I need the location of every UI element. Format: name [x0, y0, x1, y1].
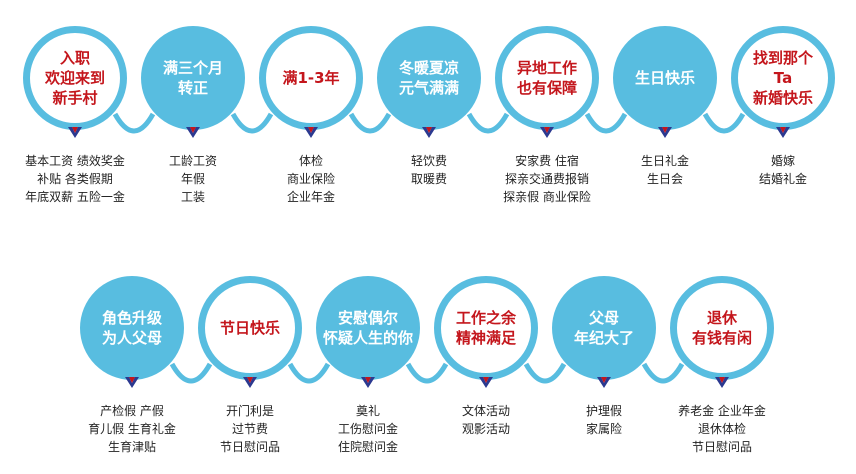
milestone-title: 满三个月 转正	[162, 59, 223, 97]
milestone-title: 入职 欢迎来到 新手村	[44, 49, 105, 107]
milestone-circle: 角色升级 为人父母	[80, 276, 184, 380]
milestone-title: 找到那个 Ta 新婚快乐	[752, 49, 813, 107]
milestone-circle: 节日快乐	[198, 276, 302, 380]
milestone-title: 角色升级 为人父母	[101, 309, 162, 347]
milestone-title: 工作之余 精神满足	[455, 309, 516, 347]
milestone-title: 生日快乐	[634, 69, 695, 87]
connector-arc	[230, 112, 274, 134]
connector-arc	[169, 362, 213, 384]
milestone-title: 安慰偶尔 怀疑人生的你	[322, 309, 413, 347]
chevron-marker-icon	[68, 127, 82, 138]
connector-arc	[641, 362, 685, 384]
connector-arc	[523, 362, 567, 384]
chevron-marker-icon	[422, 127, 436, 138]
milestone-benefits: 文体活动 观影活动	[461, 404, 510, 436]
milestone-benefits: 基本工资 绩效奖金 补贴 各类假期 年底双薪 五险一金	[25, 154, 125, 204]
chevron-marker-icon	[597, 377, 611, 388]
milestone-benefits: 婚嫁 结婚礼金	[758, 154, 807, 186]
milestone-benefits: 开门利是 过节费 节日慰问品	[219, 404, 280, 454]
chevron-marker-icon	[304, 127, 318, 138]
chevron-marker-icon	[186, 127, 200, 138]
connector-arc	[348, 112, 392, 134]
milestone-circle: 退休 有钱有闲	[670, 276, 774, 380]
milestone-benefits: 工龄工资 年假 工装	[168, 154, 217, 204]
milestone-benefits: 生日礼金 生日会	[640, 154, 689, 186]
connector-arc	[405, 362, 449, 384]
chevron-marker-icon	[361, 377, 375, 388]
chevron-marker-icon	[243, 377, 257, 388]
milestone-circle: 生日快乐	[613, 26, 717, 130]
milestone-title: 父母 年纪大了	[573, 309, 634, 347]
connector-arc	[584, 112, 628, 134]
milestone-circle: 异地工作 也有保障	[495, 26, 599, 130]
connector-arc	[112, 112, 156, 134]
chevron-marker-icon	[776, 127, 790, 138]
milestone-benefits: 产检假 产假 育儿假 生育礼金 生育津贴	[88, 404, 176, 454]
chevron-marker-icon	[540, 127, 554, 138]
milestone-benefits: 轻饮费 取暖费	[410, 154, 447, 186]
milestone-title: 退休 有钱有闲	[691, 309, 752, 347]
milestone-title: 节日快乐	[219, 319, 280, 337]
milestone-benefits: 体检 商业保险 企业年金	[286, 154, 335, 204]
milestone-benefits: 护理假 家属险	[585, 404, 622, 436]
chevron-marker-icon	[715, 377, 729, 388]
milestone-circle: 安慰偶尔 怀疑人生的你	[316, 276, 420, 380]
milestone-benefits: 安家费 住宿 探亲交通费报销 探亲假 商业保险	[503, 154, 591, 204]
chevron-marker-icon	[658, 127, 672, 138]
milestone-title: 冬暖夏凉 元气满满	[398, 59, 459, 97]
milestone-title: 异地工作 也有保障	[516, 59, 577, 97]
connector-arc	[702, 112, 746, 134]
connector-arc	[287, 362, 331, 384]
milestone-circle: 冬暖夏凉 元气满满	[377, 26, 481, 130]
milestone-benefits: 奠礼 工伤慰问金 住院慰问金	[337, 404, 398, 454]
milestone-benefits: 养老金 企业年金 退休体检 节日慰问品	[678, 404, 766, 454]
milestone-circle: 入职 欢迎来到 新手村	[23, 26, 127, 130]
milestone-circle: 工作之余 精神满足	[434, 276, 538, 380]
chevron-marker-icon	[125, 377, 139, 388]
connector-arc	[466, 112, 510, 134]
milestone-circle: 父母 年纪大了	[552, 276, 656, 380]
milestone-title: 满1-3年	[282, 69, 340, 87]
chevron-marker-icon	[479, 377, 493, 388]
milestone-circle: 满三个月 转正	[141, 26, 245, 130]
milestone-circle: 满1-3年	[259, 26, 363, 130]
milestone-circle: 找到那个 Ta 新婚快乐	[731, 26, 835, 130]
